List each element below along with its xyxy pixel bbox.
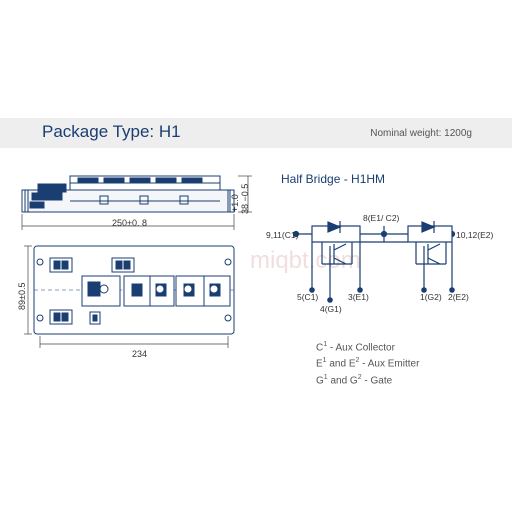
half-bridge-schematic: [292, 221, 456, 303]
legend-gate: G1 and G2 - Gate: [316, 373, 393, 386]
dim-length-top: 250±0. 8: [112, 218, 147, 228]
pin-aux-e2: 2(E2): [448, 292, 469, 302]
dimension-lines-top: [21, 175, 252, 230]
pin-legend: C1 - Aux Collector E1 and E2 - Aux Emitt…: [316, 338, 419, 387]
module-side-view: [21, 175, 235, 213]
pin-aux-c1: 5(C1): [297, 292, 318, 302]
watermark: miqbt.com: [250, 247, 361, 274]
pin-mid: 8(E1/ C2): [363, 213, 400, 223]
dim-height-upper: +1.0: [230, 194, 240, 212]
nominal-weight: Nominal weight: 1200g: [370, 128, 472, 139]
module-top-view: [33, 245, 235, 335]
dim-height-lower: 38 −0.5: [240, 184, 250, 214]
dimension-lines-bottom: [24, 245, 229, 348]
legend-emitter: E1 and E2 - Aux Emitter: [316, 357, 420, 370]
dim-length-bottom: 234: [132, 349, 147, 359]
pin-c1-main: 9,11(C1): [266, 230, 299, 240]
circuit-title: Half Bridge - H1HM: [281, 172, 386, 186]
dim-depth: 89±0.5: [17, 283, 27, 310]
legend-collector: C1 - Aux Collector: [316, 341, 395, 354]
package-title: Package Type: H1: [42, 122, 181, 141]
pin-gate1: 4(G1): [320, 304, 342, 314]
header-band: [0, 118, 512, 148]
pin-aux-e1: 3(E1): [348, 292, 369, 302]
pin-gate2: 1(G2): [420, 292, 442, 302]
pin-e2-main: 10,12(E2): [456, 230, 493, 240]
